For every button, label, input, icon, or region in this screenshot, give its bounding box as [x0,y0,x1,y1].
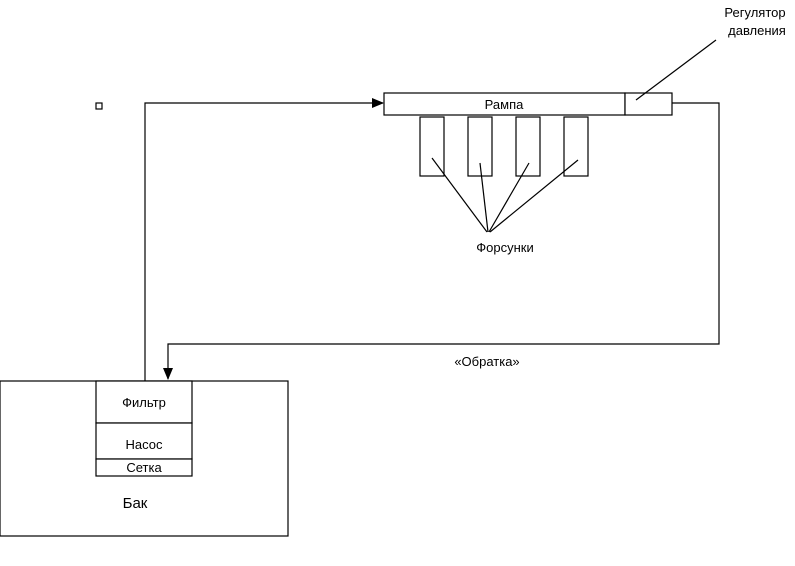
injector-pointer-3 [488,162,530,233]
injector-4 [563,116,589,177]
filter-box [95,380,193,424]
filter-label: Фильтр [122,395,166,410]
injector-pointer-4 [489,159,579,233]
rail-label: Рампа [485,97,524,112]
injectors-label: Форсунки [476,240,533,255]
pressure-regulator-box [624,92,673,116]
injector-pointer-1 [431,157,488,233]
return-line-arrow [163,102,720,380]
injector-1 [419,116,445,177]
injector-3 [515,116,541,177]
regulator-label-line2: давления [728,23,786,38]
supply-line-arrow [144,98,384,381]
injector-pointer-2 [479,162,489,233]
regulator-label-line1: Регулятор [724,5,785,20]
regulator-leader-line [635,39,717,101]
tank-label: Бак [123,495,148,512]
mesh-box [95,458,193,477]
return-line-label: «Обратка» [454,354,519,369]
selection-handle [95,102,103,110]
pump-label: Насос [126,437,163,452]
mesh-label: Сетка [126,460,162,475]
